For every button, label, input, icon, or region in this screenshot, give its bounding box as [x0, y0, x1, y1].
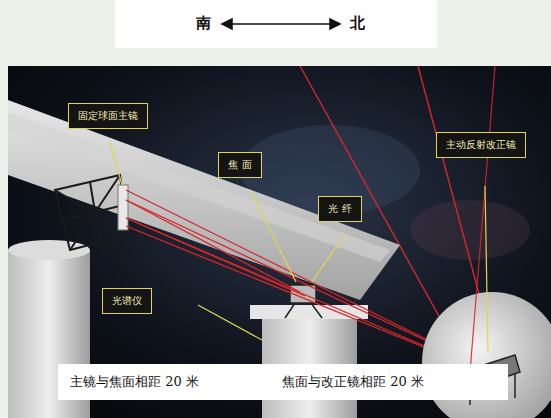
distance-note: 主镜与焦面相距 20 米	[70, 373, 199, 391]
top-band	[115, 0, 437, 48]
distance-note: 焦面与改正镜相距 20 米	[282, 373, 424, 391]
callout-box: 光谱仪	[102, 288, 152, 314]
mirror-pier	[8, 240, 90, 260]
callout-text: 光 纤	[327, 203, 353, 215]
callout-text: 主动反射改正镜	[445, 139, 517, 151]
callout-text: 焦 面	[227, 159, 253, 171]
nebula	[410, 200, 530, 260]
tube-wall	[8, 112, 390, 262]
callout-box: 固定球面主镜	[68, 103, 148, 129]
sky-ground	[8, 66, 551, 418]
direction-label: 北	[350, 14, 365, 33]
callout-text: 光谱仪	[111, 295, 143, 307]
direction-arrow	[222, 19, 340, 29]
light-ray	[470, 66, 495, 372]
callout-box: 主动反射改正镜	[436, 132, 526, 158]
callout-text: 固定球面主镜	[77, 110, 139, 122]
callout-box: 光 纤	[318, 196, 362, 222]
direction-label: 南	[196, 14, 211, 33]
leader-line	[110, 142, 488, 352]
mirror-truss	[55, 175, 128, 250]
callout-box: 焦 面	[218, 152, 262, 178]
main-mirror	[118, 185, 128, 230]
bottom-band	[58, 364, 508, 400]
